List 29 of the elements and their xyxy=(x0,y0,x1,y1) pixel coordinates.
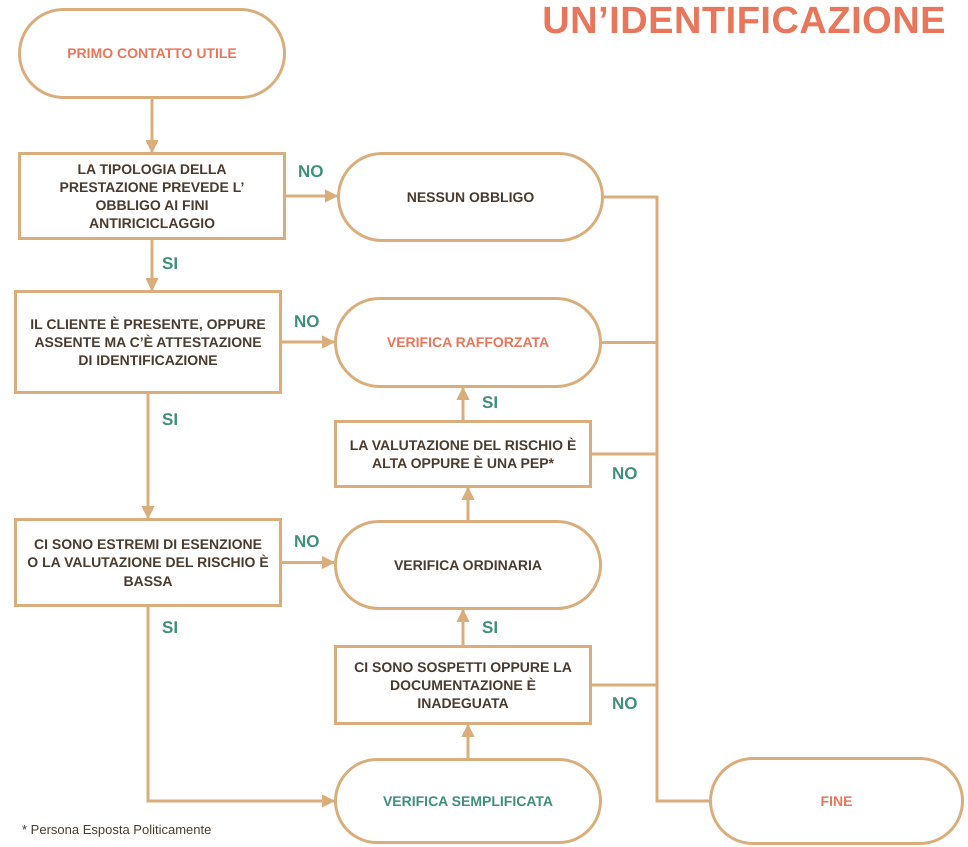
arrow xyxy=(461,724,475,758)
node-text: LA TIPOLOGIA DELLA PRESTAZIONE PREVEDE L’ OBBLIGO AI FINI ANTIRICICLAGGIO xyxy=(58,160,246,232)
decision-box xyxy=(18,152,286,240)
node-text: PRIMO CONTATTO UTILE xyxy=(67,44,237,63)
arrow xyxy=(282,556,336,570)
footnote: * Persona Esposta Politicamente xyxy=(22,822,212,837)
arrow xyxy=(145,99,159,154)
node-text: FINE xyxy=(820,792,852,810)
title: UN’IDENTIFICAZIONE xyxy=(542,0,946,43)
decision-box xyxy=(14,518,282,607)
decision-box xyxy=(14,290,282,394)
arrow xyxy=(141,394,155,520)
decision-box xyxy=(334,420,592,488)
node-text: CI SONO SOSPETTI OPPURE LA DOCUMENTAZIONE È INADEGUATA xyxy=(353,658,573,712)
node-text: LA VALUTAZIONE DEL RISCHIO È ALTA OPPURE È UNA PEP* xyxy=(348,436,578,472)
arrow xyxy=(282,335,336,349)
arrow xyxy=(286,189,338,203)
node-text: CI SONO ESTREMI DI ESENZIONE O LA VALUTAZIONE DEL RISCHIO È BASSA xyxy=(27,535,269,590)
node-text: VERIFICA ORDINARIA xyxy=(394,556,542,574)
node-text: VERIFICA RAFFORZATA xyxy=(386,333,550,352)
arrow xyxy=(145,240,159,292)
node-text: IL CLIENTE È PRESENTE, OPPURE ASSENTE MA C’È ATTESTAZIONE DI IDENTIFICAZIONE xyxy=(29,314,267,370)
node-text: NESSUN OBBLIGO xyxy=(406,188,534,206)
node-text: VERIFICA SEMPLIFICATA xyxy=(382,792,554,810)
arrow xyxy=(146,607,336,808)
decision-box xyxy=(334,645,592,725)
arrow xyxy=(456,608,470,645)
arrow xyxy=(456,386,470,420)
arrow xyxy=(461,486,475,520)
